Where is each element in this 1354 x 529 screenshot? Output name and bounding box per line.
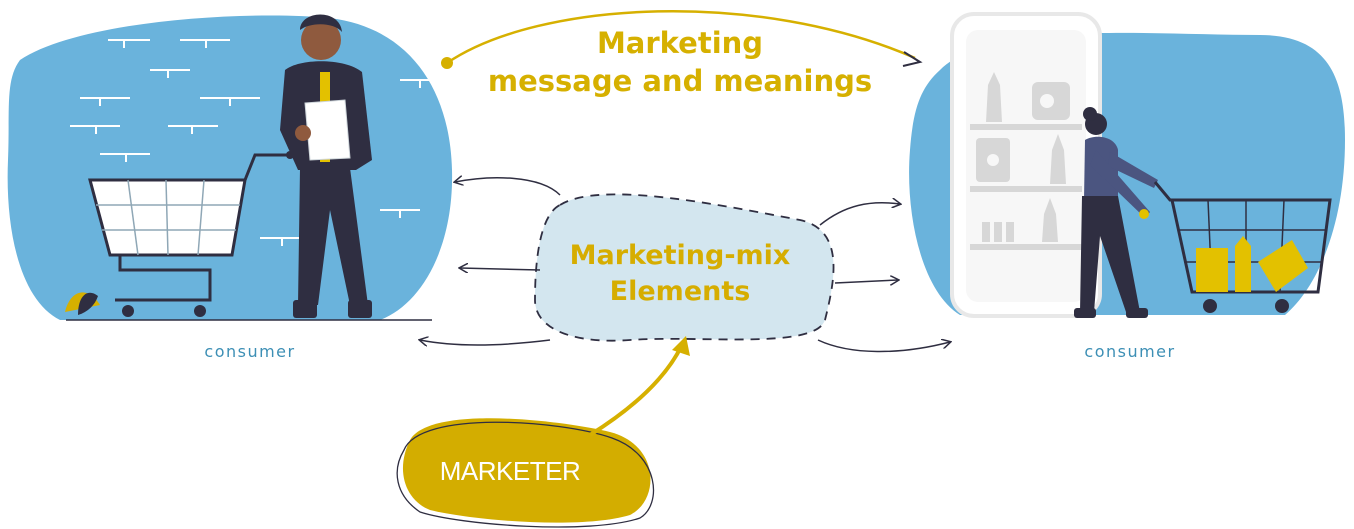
left-consumer-scene <box>7 14 453 321</box>
mix-title-line1: Marketing-mix <box>569 240 791 271</box>
consumer-left-label: consumer <box>204 342 296 361</box>
message-arrow <box>441 9 923 69</box>
marketer-group <box>396 336 690 528</box>
man-figure <box>280 14 372 318</box>
left-shopping-cart <box>88 151 294 317</box>
right-consumer-scene <box>909 12 1345 318</box>
wall-bricks <box>70 39 440 246</box>
left-blue-blob <box>7 15 453 321</box>
mix-title: Marketing-mix Elements <box>520 238 840 310</box>
mix-title-line2: Elements <box>609 276 751 307</box>
right-shopping-cart <box>1153 181 1332 313</box>
marketing-mix-blob <box>534 193 835 342</box>
message-title: Marketing message and meanings <box>450 24 910 100</box>
message-title-line1: Marketing <box>596 26 764 60</box>
woman-figure <box>1074 107 1158 318</box>
consumer-right-label: consumer <box>1084 342 1176 361</box>
phone-shelves <box>950 12 1102 318</box>
leaves-decoration <box>65 292 100 315</box>
mix-arrows <box>420 178 950 353</box>
marketer-label: MARKETER <box>439 456 581 486</box>
message-title-line2: message and meanings <box>487 64 873 98</box>
